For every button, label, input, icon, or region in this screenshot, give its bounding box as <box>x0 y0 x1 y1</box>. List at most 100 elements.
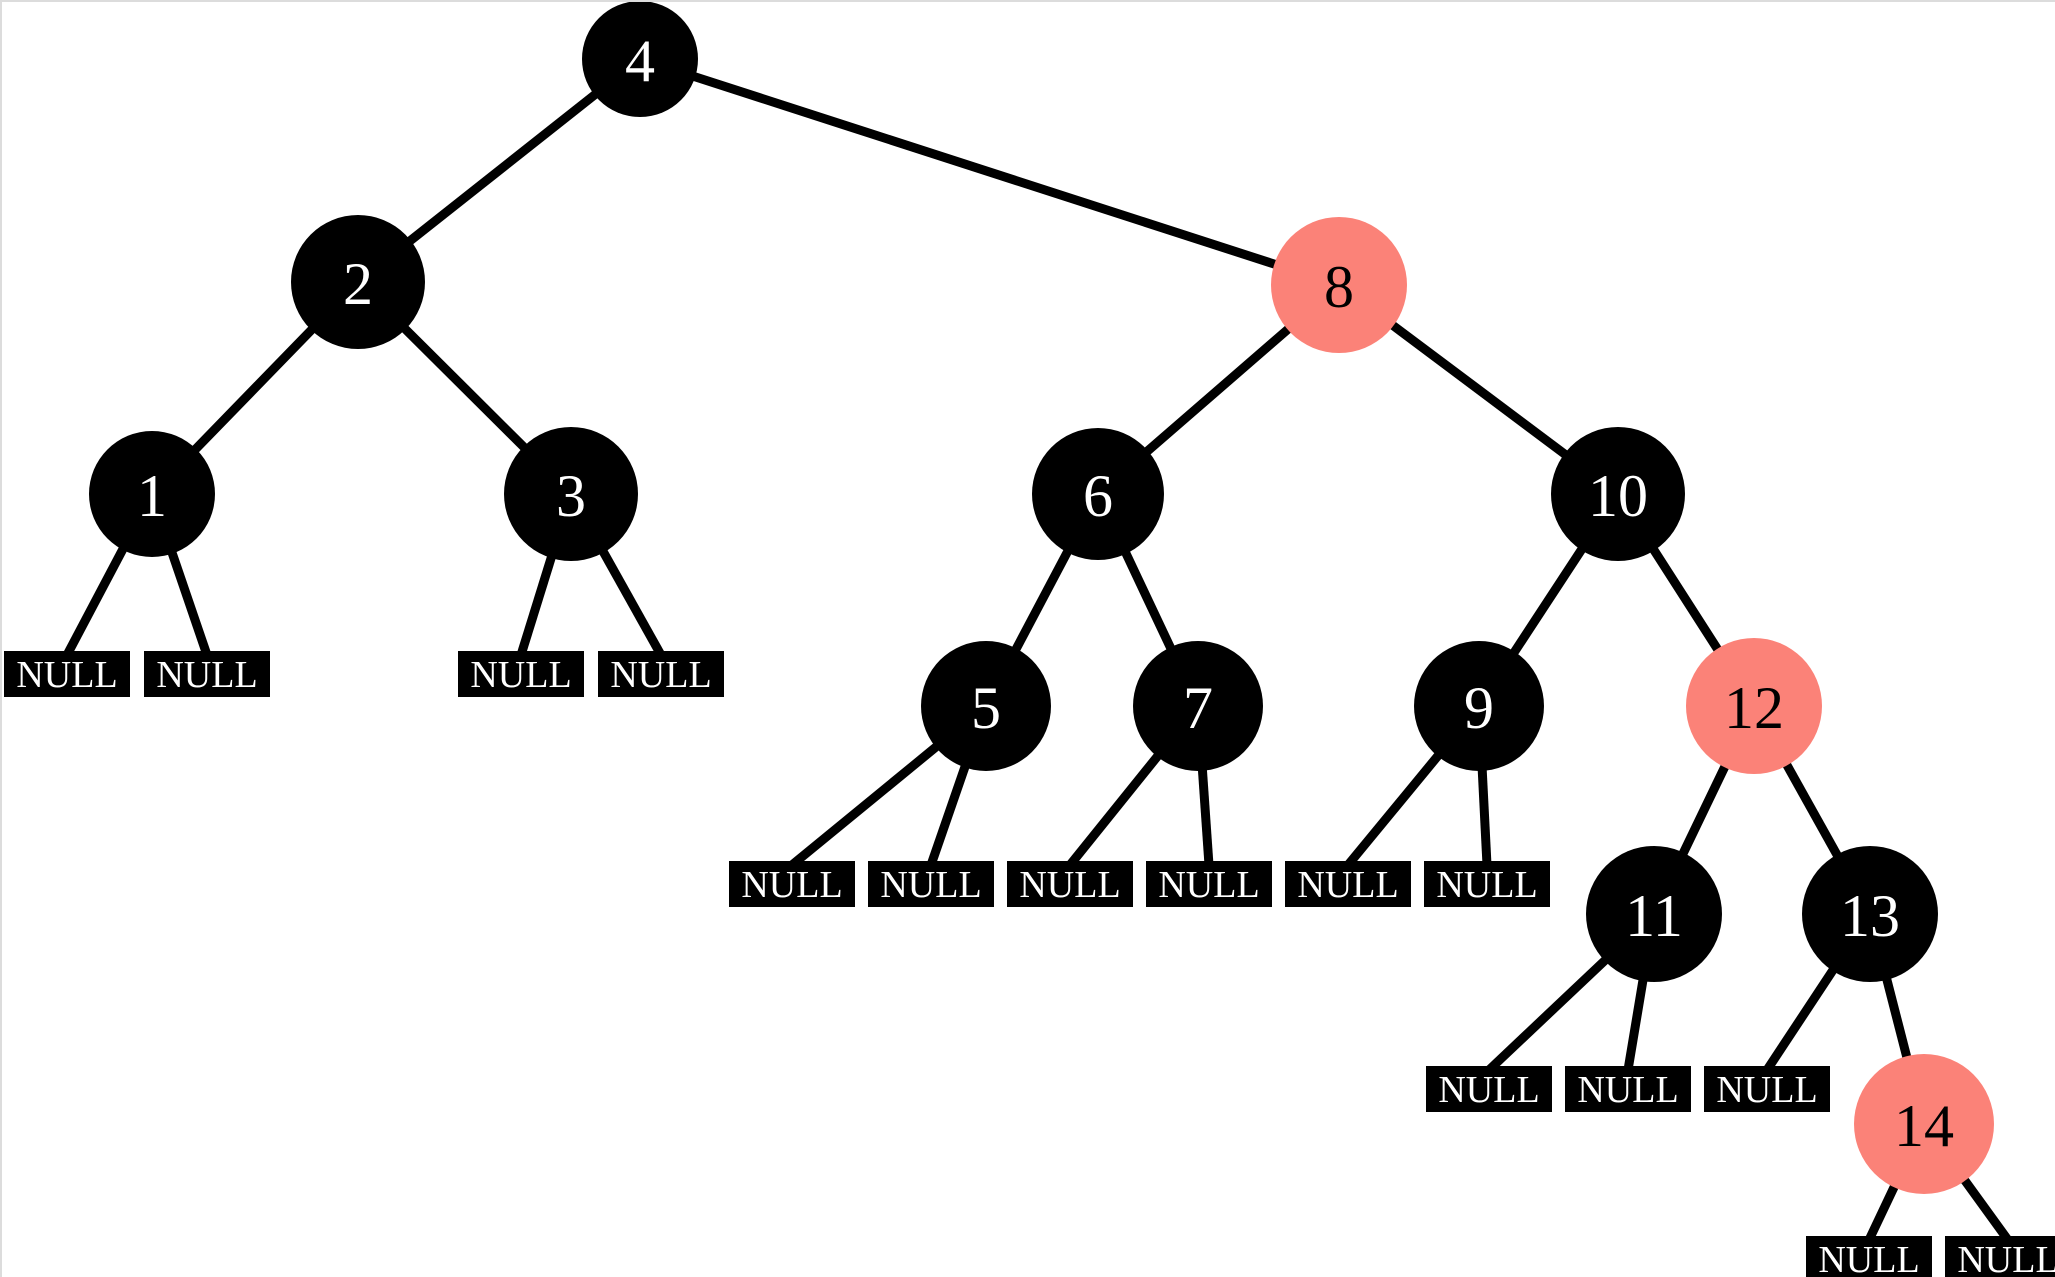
tree-edge-null <box>516 550 558 657</box>
null-leaf-label: NULL <box>1158 864 1259 906</box>
node-circle-black <box>291 215 425 349</box>
tree-node-7[interactable]: 7 <box>1133 641 1263 771</box>
node-label: 5 <box>971 675 1001 741</box>
null-leaf[interactable]: NULL <box>1146 861 1272 907</box>
null-leaf-label: NULL <box>1438 1069 1539 1111</box>
node-circle-red <box>1854 1054 1994 1194</box>
node-label: 7 <box>1183 675 1213 741</box>
null-leaf-label: NULL <box>1716 1069 1817 1111</box>
node-label: 2 <box>343 251 373 317</box>
tree-edge <box>1780 757 1844 863</box>
node-circle-black <box>1586 846 1722 982</box>
tree-node-6[interactable]: 6 <box>1032 428 1164 560</box>
tree-edge-null <box>596 545 665 658</box>
null-leaf-label: NULL <box>1577 1069 1678 1111</box>
null-leaf-box <box>1806 1236 1932 1277</box>
null-leaf[interactable]: NULL <box>1007 861 1133 907</box>
node-label: 9 <box>1464 675 1494 741</box>
null-leaf-label: NULL <box>16 654 117 696</box>
tree-edge-null <box>1066 749 1165 868</box>
null-leaf-box <box>1426 1066 1552 1112</box>
node-circle-red <box>1686 638 1822 774</box>
tree-node-5[interactable]: 5 <box>921 641 1051 771</box>
null-leaf-label: NULL <box>610 654 711 696</box>
node-circle-black <box>1032 428 1164 560</box>
node-circle-black <box>504 427 638 561</box>
null-leaf[interactable]: NULL <box>458 651 584 697</box>
null-leaf-box <box>458 651 584 697</box>
tree-edge-null <box>63 542 130 658</box>
null-leaf-box <box>144 651 270 697</box>
null-leaf[interactable]: NULL <box>1704 1066 1830 1112</box>
edges-layer <box>63 70 2012 1243</box>
null-leaf[interactable]: NULL <box>1806 1236 1932 1277</box>
null-leaf-box <box>1565 1066 1691 1112</box>
null-leaf-label: NULL <box>1297 864 1398 906</box>
tree-node-4[interactable]: 4 <box>582 2 698 117</box>
null-leaf-box <box>598 651 724 697</box>
null-leaf-label: NULL <box>156 654 257 696</box>
node-label: 11 <box>1625 883 1683 949</box>
node-circle-black <box>89 431 215 557</box>
tree-edge <box>188 322 319 457</box>
tree-node-14[interactable]: 14 <box>1854 1054 1994 1194</box>
tree-node-11[interactable]: 11 <box>1586 846 1722 982</box>
null-leaf-label: NULL <box>470 654 571 696</box>
tree-node-9[interactable]: 9 <box>1414 641 1544 771</box>
null-leaf[interactable]: NULL <box>868 861 994 907</box>
node-label: 4 <box>625 28 655 94</box>
tree-edge-null <box>1477 764 1492 866</box>
node-label: 6 <box>1083 463 1113 529</box>
tree-node-2[interactable]: 2 <box>291 215 425 349</box>
null-leaf[interactable]: NULL <box>1565 1066 1691 1112</box>
node-circle-red <box>1271 217 1407 353</box>
node-circle-black <box>1802 846 1938 982</box>
node-label: 1 <box>137 463 167 529</box>
null-leaf[interactable]: NULL <box>598 651 724 697</box>
null-leaf[interactable]: NULL <box>144 651 270 697</box>
node-label: 8 <box>1324 254 1354 320</box>
node-label: 13 <box>1840 883 1900 949</box>
tree-node-13[interactable]: 13 <box>1802 846 1938 982</box>
null-leaf-box <box>1285 861 1411 907</box>
tree-edge <box>1881 972 1913 1064</box>
null-leaves-layer: NULL NULL NULL NULL NULL NULL NULL NULL NULL NULL… <box>4 651 2055 1277</box>
tree-edge-null <box>1485 953 1613 1074</box>
tree-node-10[interactable]: 10 <box>1551 427 1685 561</box>
null-leaf[interactable]: NULL <box>729 861 855 907</box>
null-leaf[interactable]: NULL <box>1426 1066 1552 1112</box>
node-circle-black <box>921 641 1051 771</box>
tree-edge <box>1647 542 1725 657</box>
null-leaf[interactable]: NULL <box>4 651 130 697</box>
tree-edge <box>1140 322 1296 459</box>
node-circle-black <box>1551 427 1685 561</box>
null-leaf[interactable]: NULL <box>1945 1236 2055 1277</box>
tree-edge-null <box>1957 1173 2012 1243</box>
tree-edge <box>688 70 1282 271</box>
null-leaf-label: NULL <box>741 864 842 906</box>
null-leaf[interactable]: NULL <box>1285 861 1411 907</box>
tree-edge-null <box>166 546 212 657</box>
tree-node-12[interactable]: 12 <box>1686 638 1822 774</box>
tree-edge <box>1507 542 1589 660</box>
node-label: 3 <box>556 463 586 529</box>
null-leaf[interactable]: NULL <box>1424 861 1550 907</box>
tree-edge-null <box>1864 1179 1901 1242</box>
node-circle-black <box>1133 641 1263 771</box>
tree-node-3[interactable]: 3 <box>504 427 638 561</box>
null-leaf-label: NULL <box>1957 1239 2055 1277</box>
tree-edge-null <box>1344 748 1445 868</box>
tree-node-1[interactable]: 1 <box>89 431 215 557</box>
null-leaf-box <box>1945 1236 2055 1277</box>
node-label: 14 <box>1894 1093 1954 1159</box>
tree-node-8[interactable]: 8 <box>1271 217 1407 353</box>
null-leaf-label: NULL <box>880 864 981 906</box>
tree-edge <box>1676 759 1732 861</box>
tree-edge-null <box>926 760 971 867</box>
null-leaf-label: NULL <box>1818 1239 1919 1277</box>
null-leaf-box <box>729 861 855 907</box>
node-circle-black <box>1414 641 1544 771</box>
